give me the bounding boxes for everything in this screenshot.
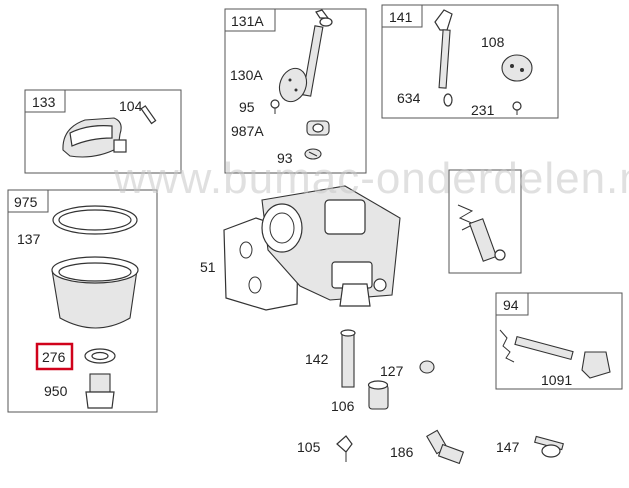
elbow-186-part <box>426 429 465 465</box>
group-133: 133 104 <box>24 89 182 174</box>
label-231: 231 <box>471 102 495 118</box>
label-105: 105 <box>297 439 321 455</box>
choke-plate-part <box>501 54 533 82</box>
label-634: 634 <box>397 90 421 106</box>
throttle-shaft-part <box>302 9 333 97</box>
washer-276-part <box>84 348 116 364</box>
group-975: 975 137 276 950 <box>7 189 158 413</box>
spring-needle-part <box>499 329 611 379</box>
highlight-box-276 <box>35 342 74 371</box>
label-106: 106 <box>331 398 355 414</box>
label-987A: 987A <box>231 123 264 139</box>
group-131A: 131A 130A 95 987A 93 <box>224 8 367 174</box>
label-51: 51 <box>200 259 216 275</box>
label-1091: 1091 <box>541 372 572 388</box>
tube-142-part <box>340 329 356 388</box>
screw-93-part <box>304 148 322 160</box>
group-141: 141 108 634 231 <box>381 4 559 119</box>
group-94: 94 1091 <box>495 292 623 390</box>
float-bowl-part <box>51 256 139 329</box>
pin-104-part <box>140 105 157 125</box>
group-label-131A: 131A <box>231 13 264 29</box>
label-108: 108 <box>481 34 505 50</box>
ball-127-part <box>419 360 435 374</box>
screw-231-part <box>512 101 522 115</box>
choke-shaft-part <box>434 9 453 107</box>
label-130A: 130A <box>230 67 263 83</box>
bolt-950-part <box>85 373 115 409</box>
label-93: 93 <box>277 150 293 166</box>
gasket-137-part <box>52 205 138 235</box>
carburetor-body <box>223 185 401 311</box>
group-unlabeled-screw <box>448 169 522 274</box>
screw-147-part <box>534 435 564 458</box>
needle-105-part <box>336 435 353 462</box>
label-950: 950 <box>44 383 68 399</box>
throttle-plate-part <box>278 67 308 103</box>
label-95: 95 <box>239 99 255 115</box>
adjust-screw-part <box>457 204 506 262</box>
group-label-94: 94 <box>503 297 519 313</box>
seal-987A-part <box>306 120 330 136</box>
label-147: 147 <box>496 439 520 455</box>
label-276: 276 <box>42 349 66 365</box>
label-137: 137 <box>17 231 41 247</box>
label-127: 127 <box>380 363 404 379</box>
label-104: 104 <box>119 98 143 114</box>
label-186: 186 <box>390 444 414 460</box>
group-label-133: 133 <box>32 94 56 110</box>
group-label-975: 975 <box>14 194 38 210</box>
screw-95-part <box>270 99 280 114</box>
group-label-141: 141 <box>389 9 413 25</box>
float-133-part <box>62 117 127 158</box>
label-142: 142 <box>305 351 329 367</box>
watermark-text: www.bumac-onderdelen.nl <box>113 154 629 203</box>
bushing-106-part <box>367 380 389 410</box>
